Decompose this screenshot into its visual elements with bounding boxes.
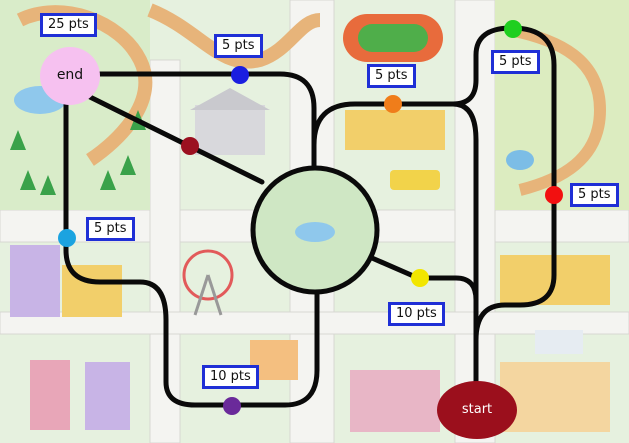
path-end-to-roundabout [87,94,265,185]
pts-label-purple: 10 pts [202,365,259,389]
pts-label-orange: 5 pts [367,64,416,88]
checkpoints [58,20,563,415]
pts-label-cyan: 5 pts [86,217,135,241]
ferris-wheel [182,249,234,316]
path-end-to-blue [97,71,317,171]
checkpoint-green[interactable] [504,20,522,38]
pts-label-end: 25 pts [40,13,97,37]
checkpoint-red[interactable] [545,186,563,204]
checkpoint-purple[interactable] [223,397,241,415]
path-roundabout-to-orange [311,101,479,395]
start-node[interactable] [437,381,517,439]
pts-label-green: 5 pts [491,50,540,74]
path-orange-to-green [450,25,557,343]
pts-label-yellow: 10 pts [388,302,445,326]
park-left [0,0,321,210]
fountain-plaza [253,168,377,292]
checkpoint-blue[interactable] [231,66,249,84]
path-end-to-cyan [63,97,320,408]
checkpoint-dark-red[interactable] [181,137,199,155]
end-node[interactable] [40,47,100,105]
pts-label-blue: 5 pts [214,34,263,58]
checkpoint-yellow[interactable] [411,269,429,287]
stadium [343,14,443,62]
checkpoint-cyan[interactable] [58,229,76,247]
checkpoint-orange[interactable] [384,95,402,113]
path-network [63,25,557,408]
path-roundabout-to-yellow [369,255,479,303]
pts-label-red: 5 pts [570,183,619,207]
